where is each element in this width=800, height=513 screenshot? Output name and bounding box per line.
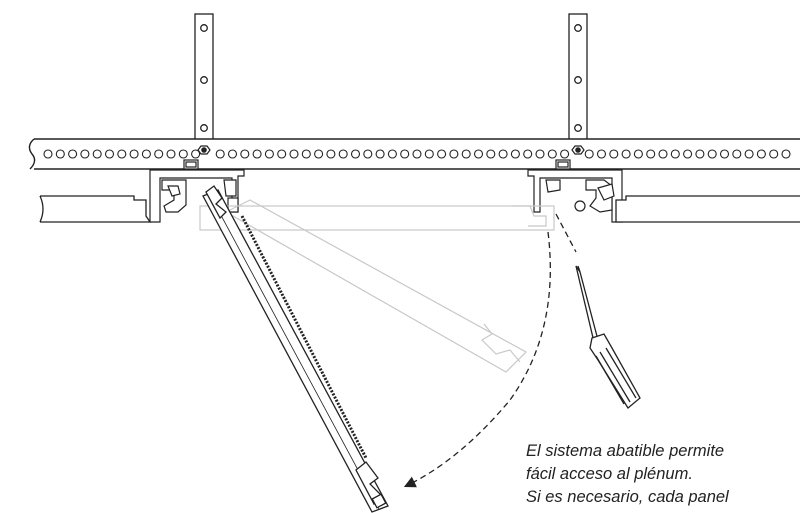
rail-hole bbox=[92, 149, 102, 159]
rail-hole bbox=[609, 149, 619, 159]
rail-hole bbox=[80, 149, 90, 159]
hex-nut-right bbox=[571, 145, 585, 155]
rail-hole bbox=[178, 149, 188, 159]
rail-hole bbox=[547, 149, 557, 159]
rail-hole bbox=[473, 149, 484, 159]
rail-hole bbox=[104, 149, 115, 159]
rail-hole bbox=[289, 149, 299, 159]
rail-hole bbox=[596, 149, 607, 159]
rail-hole bbox=[264, 149, 274, 159]
panel-left-fixed bbox=[39, 195, 152, 223]
caption-line-2: fácil acceso al plénum. bbox=[526, 465, 693, 483]
rail-hole bbox=[166, 149, 176, 159]
rail-hole bbox=[535, 149, 545, 159]
rail-hole bbox=[781, 149, 791, 159]
rail-hole bbox=[387, 149, 397, 159]
rail-hole bbox=[756, 149, 766, 159]
rail-hole bbox=[191, 149, 201, 159]
rail-hole bbox=[633, 149, 643, 159]
rail-hole bbox=[769, 149, 779, 159]
rail-hole bbox=[498, 149, 508, 159]
screwdriver-icon bbox=[575, 265, 641, 409]
panel-open bbox=[202, 185, 389, 513]
rail-hole bbox=[683, 149, 693, 159]
rail-hole bbox=[707, 149, 717, 159]
rail-hole bbox=[510, 149, 520, 159]
rail-hole bbox=[412, 149, 422, 159]
rail-hole bbox=[215, 149, 225, 159]
swing-arrow bbox=[403, 213, 577, 488]
rail-hole bbox=[449, 149, 459, 159]
rail-hole bbox=[523, 149, 533, 159]
rail-hole bbox=[326, 149, 336, 159]
rail-hole bbox=[227, 149, 238, 159]
rail-hole bbox=[55, 149, 65, 159]
caption: El sistema abatible permite fácil acceso… bbox=[526, 440, 796, 509]
rail-hole bbox=[363, 149, 373, 159]
rail-hole bbox=[658, 149, 668, 159]
panel-right-fixed bbox=[615, 195, 800, 223]
rail-hole bbox=[154, 149, 164, 159]
rail-hole bbox=[461, 149, 471, 159]
rail-hole bbox=[646, 149, 656, 159]
carrier-clip-left bbox=[149, 159, 245, 223]
rail-holes bbox=[43, 149, 791, 159]
rail-hole bbox=[68, 149, 78, 159]
rail-hole bbox=[117, 149, 127, 159]
caption-line-3: Si es necesario, cada panel bbox=[526, 488, 729, 506]
perforated-rail bbox=[28, 138, 800, 170]
rail-hole bbox=[732, 149, 742, 159]
rail-hole bbox=[301, 149, 311, 159]
rail-hole bbox=[375, 149, 385, 159]
rail-hole bbox=[486, 149, 496, 159]
rail-hole bbox=[350, 149, 361, 159]
caption-line-1: El sistema abatible permite bbox=[526, 442, 725, 460]
rail-hole bbox=[252, 149, 262, 159]
hanger-strap-right bbox=[568, 13, 588, 141]
rail-hole bbox=[129, 149, 139, 159]
rail-hole bbox=[584, 149, 594, 159]
panel-ghost-closed bbox=[199, 205, 555, 231]
rail-hole bbox=[43, 149, 53, 159]
rail-hole bbox=[338, 149, 348, 159]
rail-hole bbox=[695, 149, 705, 159]
rail-hole bbox=[314, 149, 324, 159]
rail-hole bbox=[719, 149, 730, 159]
rail-hole bbox=[437, 149, 447, 159]
rail-hole bbox=[277, 149, 287, 159]
rail-hole bbox=[240, 149, 250, 159]
rail-hole bbox=[670, 149, 680, 159]
rail-hole bbox=[424, 149, 434, 159]
rail-hole bbox=[560, 149, 570, 159]
rail-hole bbox=[400, 149, 410, 159]
panel-ghost-midswing bbox=[224, 199, 527, 373]
rail-hole bbox=[621, 149, 631, 159]
rail-hole bbox=[744, 149, 754, 159]
hex-nut-left bbox=[197, 145, 211, 155]
rail-hole bbox=[141, 149, 151, 159]
hanger-strap-left bbox=[194, 13, 214, 141]
